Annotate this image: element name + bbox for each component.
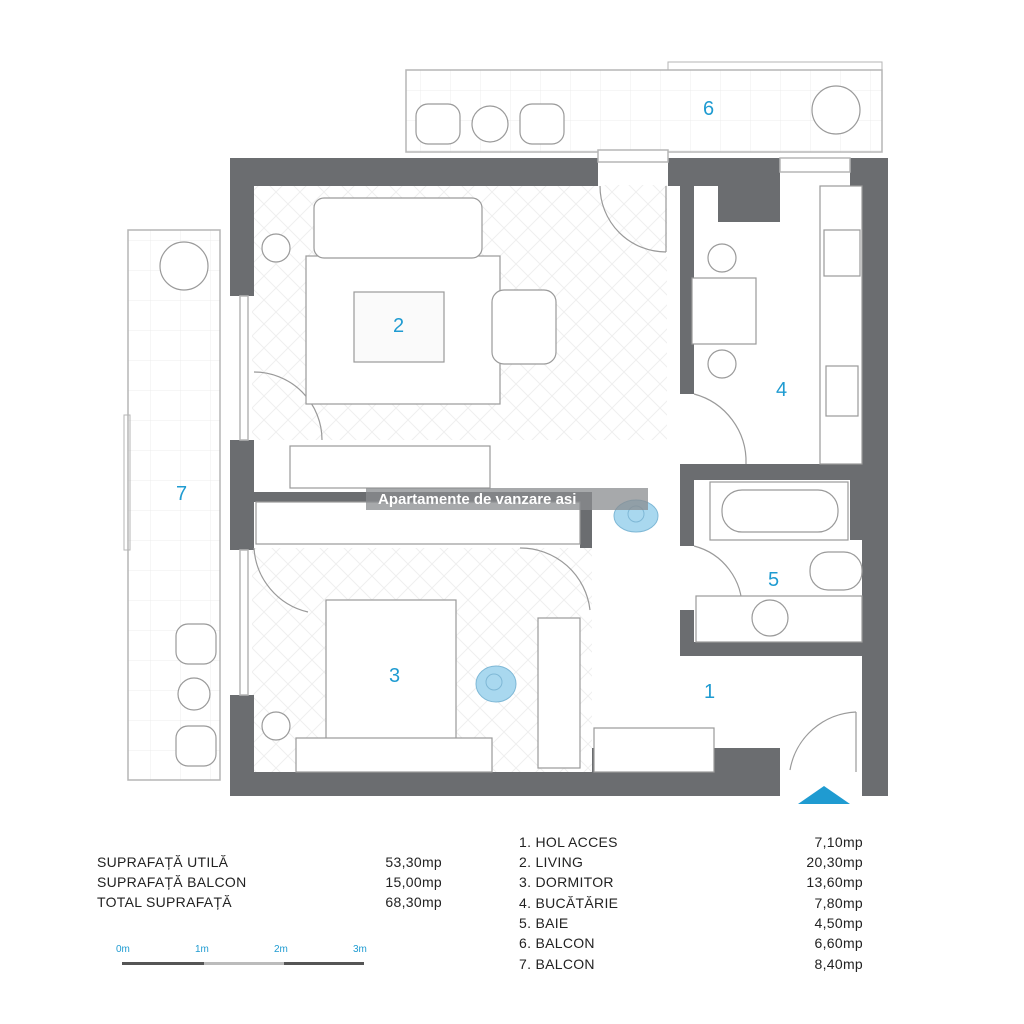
room-list-row: 3. DORMITOR 13,60mp bbox=[519, 874, 863, 890]
room-list: 1. HOL ACCES 7,10mp 2. LIVING 20,30mp 3.… bbox=[519, 834, 863, 976]
bedroom-furniture bbox=[295, 599, 715, 773]
room-list-row: 4. BUCĂTĂRIE 7,80mp bbox=[519, 895, 863, 911]
summary-row: SUPRAFAȚĂ BALCON 15,00mp bbox=[97, 874, 442, 890]
scale-segment bbox=[122, 962, 204, 965]
room-number-4: 4 bbox=[776, 379, 787, 401]
scale-label-2: 2m bbox=[274, 944, 288, 955]
scale-segment bbox=[284, 962, 364, 965]
bathroom-fixtures bbox=[695, 481, 863, 643]
room-number-2: 2 bbox=[393, 315, 404, 337]
watermark-band bbox=[366, 488, 648, 510]
room-number-7: 7 bbox=[176, 483, 187, 505]
room-number-1: 1 bbox=[704, 681, 715, 703]
entrance-arrow-icon bbox=[798, 786, 850, 804]
room-list-row: 7. BALCON 8,40mp bbox=[519, 956, 863, 972]
room-number-5: 5 bbox=[768, 569, 779, 591]
room-list-row: 2. LIVING 20,30mp bbox=[519, 854, 863, 870]
balcony-furniture bbox=[159, 85, 861, 767]
room-list-row: 5. BAIE 4,50mp bbox=[519, 915, 863, 931]
kitchen-fixtures bbox=[691, 185, 863, 465]
floor-plan: Apartamente de vanzare asi 1 2 3 4 5 6 7 bbox=[123, 61, 888, 804]
summary-row: SUPRAFAȚĂ UTILĂ 53,30mp bbox=[97, 854, 442, 870]
windows bbox=[239, 149, 851, 696]
scale-label-1: 1m bbox=[195, 944, 209, 955]
living-furniture bbox=[255, 197, 581, 741]
watermark-text: Apartamente de vanzare asi bbox=[378, 491, 576, 508]
room-list-row: 6. BALCON 6,60mp bbox=[519, 935, 863, 951]
scale-bar: 0m 1m 2m 3m bbox=[116, 944, 372, 974]
room-number-3: 3 bbox=[389, 665, 400, 687]
summary-row: TOTAL SUPRAFAȚĂ 68,30mp bbox=[97, 894, 442, 910]
room-list-row: 1. HOL ACCES 7,10mp bbox=[519, 834, 863, 850]
area-summary: SUPRAFAȚĂ UTILĂ 53,30mp SUPRAFAȚĂ BALCON… bbox=[97, 854, 442, 916]
scale-label-3: 3m bbox=[353, 944, 367, 955]
balcony-6 bbox=[405, 61, 883, 153]
scale-label-0: 0m bbox=[116, 944, 130, 955]
scale-segment bbox=[204, 962, 284, 965]
room-number-6: 6 bbox=[703, 98, 714, 120]
